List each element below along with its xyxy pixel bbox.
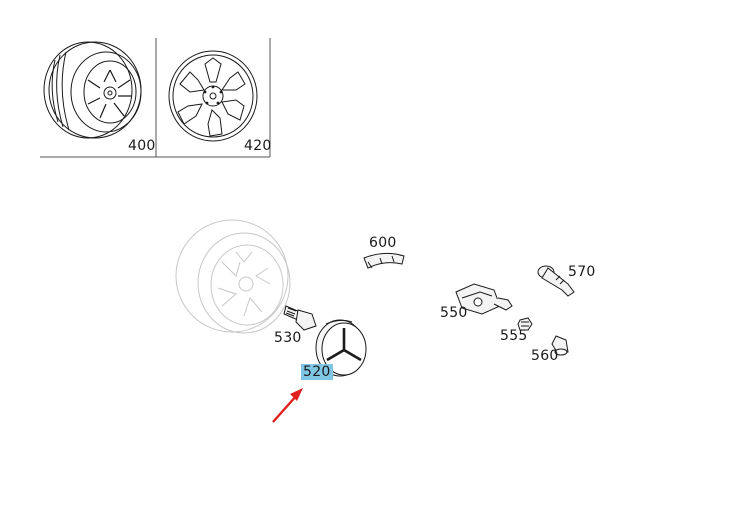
part-label-570[interactable]: 570 <box>568 264 596 280</box>
ghost-wheel-illustration <box>175 219 291 334</box>
hub-cap-illustration <box>315 319 367 377</box>
part-label-560[interactable]: 560 <box>531 348 559 364</box>
valve-stem-illustration <box>537 265 575 297</box>
part-label-520-highlighted[interactable]: 520 <box>301 364 333 380</box>
valve-cap-illustration <box>551 335 569 356</box>
part-label-555[interactable]: 555 <box>500 328 528 344</box>
part-label-550[interactable]: 550 <box>440 305 468 321</box>
complete-wheel-illustration <box>43 41 142 139</box>
part-label-420[interactable]: 420 <box>244 138 272 154</box>
part-label-600[interactable]: 600 <box>369 235 397 251</box>
balance-weight-illustration <box>363 252 405 269</box>
part-label-400[interactable]: 400 <box>128 138 156 154</box>
tire-pressure-sensor-illustration <box>455 283 513 315</box>
valve-nut-illustration <box>517 317 533 331</box>
pointer-arrow <box>272 388 303 423</box>
overview-frame <box>40 38 271 158</box>
rim-illustration <box>168 50 258 142</box>
wheel-bolt-illustration <box>283 305 317 331</box>
part-label-530[interactable]: 530 <box>274 330 302 346</box>
